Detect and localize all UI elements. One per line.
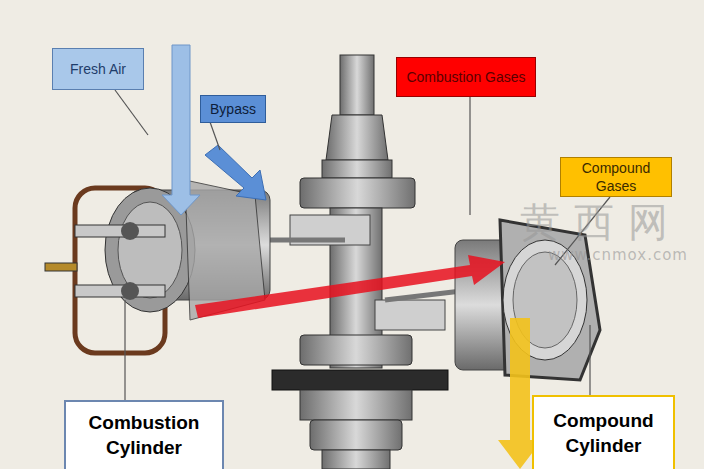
label-box: Fresh Air: [52, 48, 144, 90]
bypass-arrow: [205, 145, 266, 200]
watermark: 黄西网: [520, 195, 682, 250]
watermark: www.cnmox.com: [548, 246, 688, 264]
label-box: Combustion Gases: [396, 57, 536, 97]
crankshaft: [272, 55, 448, 469]
fresh-air-arrow: [162, 45, 200, 215]
combustion-cylinder-drawing: [45, 180, 270, 353]
label-box: Bypass: [200, 95, 266, 123]
title-box: Combustion Cylinder: [64, 400, 224, 469]
label-text: Fresh Air: [70, 60, 126, 78]
combustion-gas-arrow: [195, 255, 505, 318]
title-box: Compound Cylinder: [532, 395, 675, 469]
label-text: Compound Gases: [561, 159, 671, 195]
label-text: Bypass: [210, 100, 256, 118]
label-box: Compound Gases: [560, 157, 672, 197]
label-text: Combustion Cylinder: [66, 411, 222, 460]
label-text: Compound Cylinder: [534, 409, 673, 458]
label-text: Combustion Gases: [406, 68, 525, 86]
